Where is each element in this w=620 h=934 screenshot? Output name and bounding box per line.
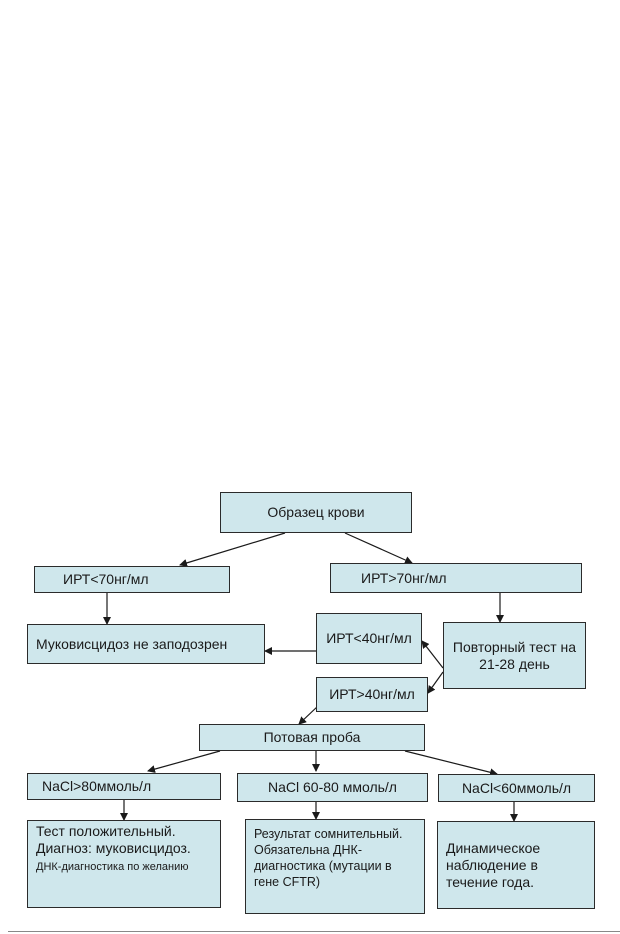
arrow-repeat-to-irt-high40 bbox=[427, 671, 444, 694]
nacl-low-label: NaCl<60ммоль/л bbox=[461, 779, 572, 796]
not-suspected-box: Муковисцидоз не заподозрен bbox=[27, 624, 265, 664]
nacl-low-box: NaCl<60ммоль/л bbox=[438, 774, 595, 802]
bottom-divider bbox=[8, 931, 620, 932]
repeat-test-label: Повторный тест на 21-28 день bbox=[452, 638, 577, 672]
repeat-test-box: Повторный тест на 21-28 день bbox=[443, 622, 586, 689]
irt-low-70-label: ИРТ<70нг/мл bbox=[63, 571, 149, 587]
arrow-repeat-to-irt-low40 bbox=[421, 640, 444, 669]
arrow-sample-to-irt-high70 bbox=[344, 532, 413, 564]
not-suspected-label: Муковисцидоз не заподозрен bbox=[36, 635, 228, 652]
sweat-test-box: Потовая проба bbox=[199, 724, 425, 751]
arrow-sweat-to-nacl-high bbox=[147, 750, 221, 773]
result-positive-box: Тест положительный. Диагноз: муковисцидо… bbox=[27, 820, 221, 908]
irt-high-70-box: ИРТ>70нг/мл bbox=[330, 563, 582, 593]
irt-low-70-box: ИРТ<70нг/мл bbox=[34, 566, 230, 593]
arrow-sample-to-irt-low70 bbox=[179, 532, 286, 567]
arrow-sweat-to-nacl-low bbox=[404, 750, 498, 777]
irt-high-40-label: ИРТ>40нг/мл bbox=[329, 686, 415, 702]
irt-high-70-label: ИРТ>70нг/мл bbox=[361, 569, 447, 586]
result-positive-note: ДНК-диагностика по желанию bbox=[36, 861, 189, 873]
nacl-high-label: NaCl>80ммоль/л bbox=[42, 778, 152, 794]
result-negative-label: Динамическое наблюдение в течение года. bbox=[446, 840, 541, 890]
sweat-test-label: Потовая проба bbox=[263, 729, 361, 745]
irt-low-40-label: ИРТ<40нг/мл bbox=[326, 630, 412, 646]
irt-high-40-box: ИРТ>40нг/мл bbox=[316, 677, 428, 712]
irt-low-40-box: ИРТ<40нг/мл bbox=[316, 613, 422, 664]
blood-sample-label: Образец крови bbox=[267, 504, 365, 520]
nacl-high-box: NaCl>80ммоль/л bbox=[27, 773, 221, 800]
result-negative-box: Динамическое наблюдение в течение года. bbox=[437, 821, 595, 909]
result-doubtful-box: Результат сомнительный. Обязательна ДНК-… bbox=[245, 819, 425, 914]
nacl-mid-box: NaCl 60-80 ммоль/л bbox=[237, 773, 428, 802]
result-doubtful-label: Результат сомнительный. Обязательна ДНК-… bbox=[254, 827, 403, 889]
result-positive-main: Тест положительный. Диагноз: муковисцидо… bbox=[36, 823, 191, 856]
nacl-mid-label: NaCl 60-80 ммоль/л bbox=[268, 779, 397, 795]
blood-sample-box: Образец крови bbox=[220, 492, 412, 533]
